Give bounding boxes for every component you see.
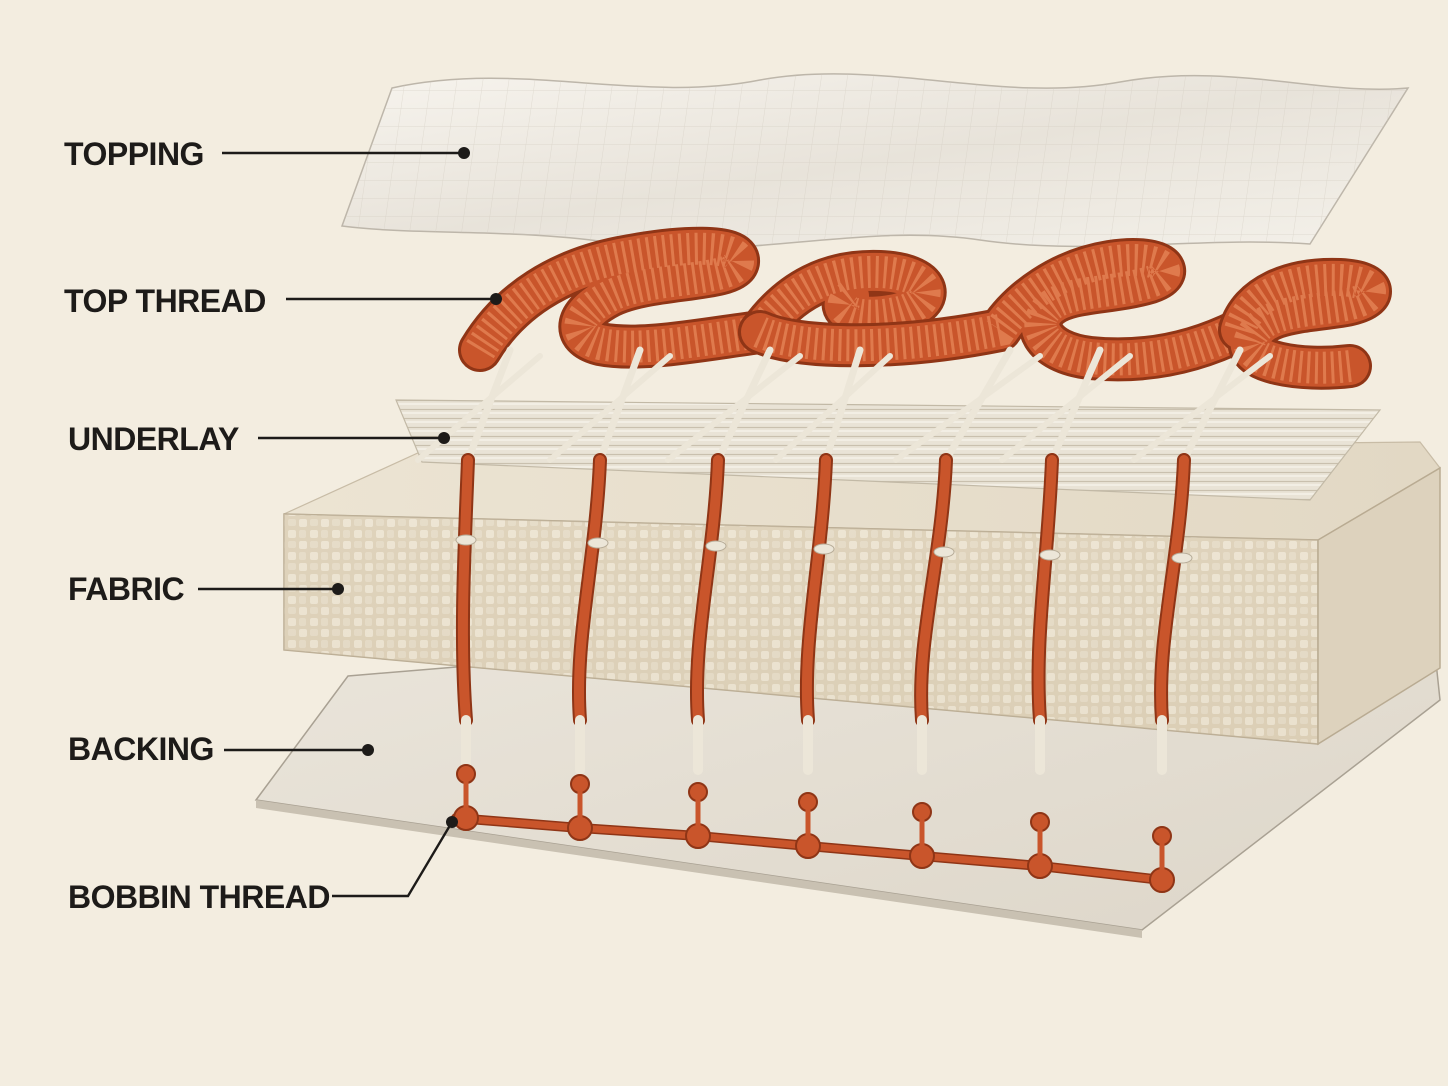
leader-dot-fabric [332,583,344,595]
thread-leg-orange-3 [691,455,723,725]
underlay-cross-thread-b-5 [893,353,1043,463]
leader-dot-top-thread [490,293,502,305]
underlay-cross-thread-a-2 [596,346,644,464]
thread-leg-knot-6 [1039,549,1061,561]
label-fabric: FABRIC [68,571,185,607]
leader-dot-underlay [438,432,450,444]
underlay-cross-thread-b-3 [665,353,803,463]
topping-sheet [340,73,1410,250]
top-thread-satin-texture-3 [753,244,1248,376]
callout-labels: TOPPING TOP THREAD UNDERLAY FABRIC BACKI… [64,136,502,915]
underlay-cross-thread-a-4 [822,346,864,464]
leader-dot-bobbin-thread [446,816,458,828]
thread-leg-knot-7 [1171,552,1193,564]
bobbin-thread-line [451,764,1175,893]
callout-underlay: UNDERLAY [68,421,450,457]
underlay-cross-thread-a-6 [1048,346,1104,464]
underlay-cross-thread-a-3 [714,346,774,464]
top-thread-satin-texture-4 [1224,263,1386,384]
underlay-cross-thread-a-5 [942,346,1014,464]
callout-fabric: FABRIC [68,571,344,607]
label-backing: BACKING [68,731,214,767]
underlay-cross-thread-b-7 [1131,353,1273,463]
callout-top-thread: TOP THREAD [64,283,502,319]
label-top-thread: TOP THREAD [64,283,266,319]
label-bobbin-thread: BOBBIN THREAD [68,879,330,915]
thread-leg-orange-4 [801,455,831,725]
label-underlay: UNDERLAY [68,421,239,457]
top-thread-stitches [458,226,1392,390]
thread-legs [415,346,1273,775]
leader-dot-topping [458,147,470,159]
thread-leg-knot-4 [813,543,835,555]
callout-backing: BACKING [68,731,374,767]
thread-leg-knot-3 [705,540,727,552]
callout-bobbin-thread: BOBBIN THREAD [68,816,458,915]
thread-leg-orange-2 [573,455,605,725]
underlay-cross-thread-a-7 [1180,346,1244,464]
underlay-cross-thread-b-4 [773,353,893,463]
thread-leg-orange-7 [1156,455,1189,725]
top-thread-curl-1 [461,229,779,369]
underlay-cross-thread-b-6 [999,353,1133,463]
thread-leg-orange-5 [916,455,951,725]
thread-leg-orange-6 [1033,455,1057,725]
underlay-cross-thread-a-1 [464,346,514,464]
underlay-stitches [395,399,1382,501]
top-thread-curl-2 [741,252,944,351]
underlay-cross-thread-b-1 [415,353,543,463]
underlay-cross-thread-b-2 [547,353,673,463]
thread-leg-orange-1 [457,455,473,725]
thread-leg-knot-2 [587,537,609,549]
thread-leg-knot-5 [933,546,955,558]
thread-leg-knot-1 [455,534,477,546]
callout-topping: TOPPING [64,136,470,172]
leader-dot-backing [362,744,374,756]
leader-line-bobbin-thread [332,821,454,898]
label-topping: TOPPING [64,136,204,172]
